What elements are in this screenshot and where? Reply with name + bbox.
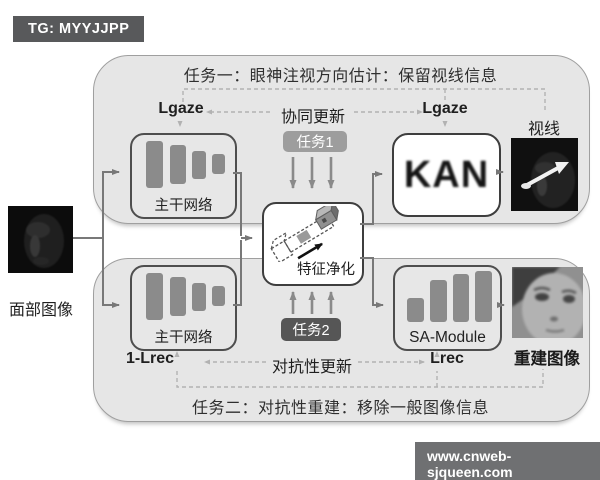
cooperative-update-label: 协同更新 (280, 109, 345, 126)
feature-bar-icon (453, 274, 469, 322)
feature-cuboid-icon (270, 206, 339, 262)
backbone-block-task1: 主干网络 (130, 133, 237, 219)
kan-label: KAN (403, 153, 490, 196)
task1-header: 任务一：眼神注视方向估计：保留视线信息 (183, 68, 498, 85)
tg-watermark-badge: TG: MYYJJPP (13, 16, 145, 42)
kan-box: KAN (392, 133, 501, 217)
feature-bar-icon (170, 145, 186, 184)
backbone-block-task2: 主干网络 (130, 265, 237, 351)
reconstructed-face-image (512, 267, 583, 338)
task2-badge: 任务2 (281, 318, 341, 341)
gaze-output-label: 视线 (527, 121, 560, 138)
adversarial-update-label: 对抗性更新 (271, 359, 352, 376)
feature-bar-icon (407, 298, 424, 322)
loss-1-lrec: 1-Lrec (125, 350, 175, 367)
loss-lrec: Lrec (430, 350, 464, 367)
feature-bar-icon (212, 154, 225, 174)
feature-bar-icon (146, 141, 163, 188)
input-face-image (8, 206, 73, 273)
feature-purification-box: 特征净化 (262, 202, 364, 286)
task1-badge: 任务1 (283, 131, 347, 152)
feature-purification-label: 特征净化 (297, 262, 355, 278)
feature-bar-icon (430, 280, 447, 322)
site-watermark-badge: www.cnweb-sjqueen.com (415, 442, 600, 480)
feature-bar-icon (146, 273, 163, 320)
sa-module-label: SA-Module (409, 329, 486, 346)
loss-lgaze-right: Lgaze (422, 100, 468, 117)
backbone-label-task1: 主干网络 (154, 198, 213, 214)
backbone-label-task2: 主干网络 (154, 330, 213, 346)
feature-bar-icon (475, 271, 492, 322)
reconstructed-image-label: 重建图像 (514, 350, 580, 368)
gaze-direction-arrow-icon (521, 162, 569, 189)
loss-lgaze-left: Lgaze (158, 100, 204, 117)
task2-header: 任务二：对抗性重建：移除一般图像信息 (191, 400, 489, 417)
gaze-face-image (511, 138, 578, 211)
feature-bar-icon (192, 283, 206, 311)
feature-bar-icon (170, 277, 186, 316)
feature-bar-icon (212, 286, 225, 306)
sa-module-block: SA-Module (393, 265, 502, 351)
input-face-label: 面部图像 (8, 302, 73, 319)
feature-bar-icon (192, 151, 206, 179)
